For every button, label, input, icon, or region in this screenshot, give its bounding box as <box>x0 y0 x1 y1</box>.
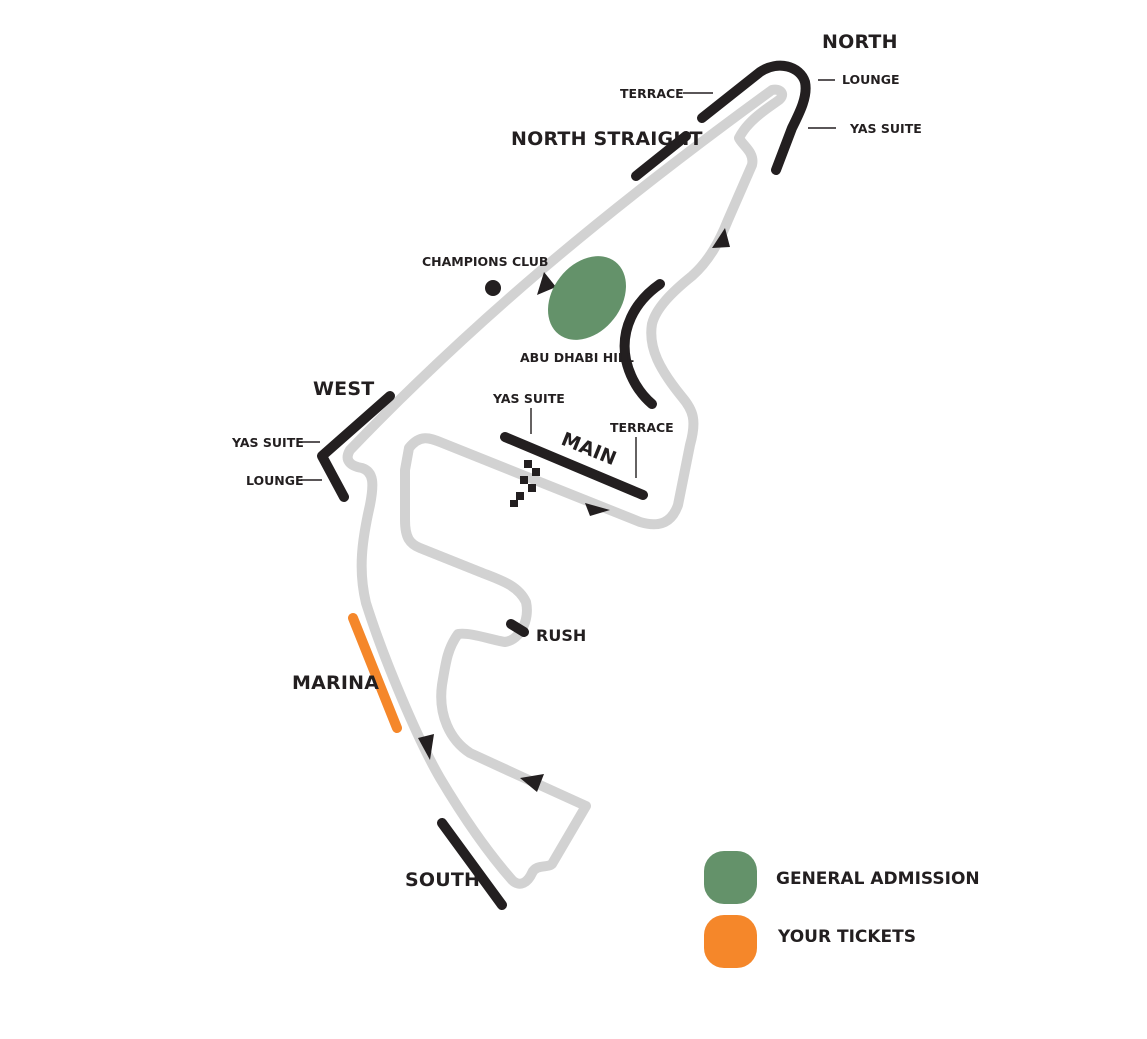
label-west-lounge: LOUNGE <box>246 473 304 488</box>
grandstand-rush[interactable] <box>506 619 529 637</box>
label-north-straight: NORTH STRAIGHT <box>511 128 703 150</box>
abu-dhabi-hill-zone[interactable] <box>532 241 642 355</box>
label-south: SOUTH <box>405 869 480 891</box>
legend-label-general-admission: GENERAL ADMISSION <box>776 869 980 889</box>
start-finish-checkered-flag <box>510 460 540 507</box>
label-north: NORTH <box>822 31 898 53</box>
grandstand-south[interactable] <box>437 818 507 910</box>
grandstand-west[interactable] <box>317 391 395 502</box>
direction-arrow <box>585 503 610 516</box>
label-main-yas-suite: YAS SUITE <box>492 391 565 406</box>
grandstand-main[interactable] <box>500 432 648 500</box>
label-west-yas-suite: YAS SUITE <box>231 435 304 450</box>
grandstand-marina[interactable] <box>348 613 402 733</box>
direction-arrow <box>520 774 544 792</box>
legend: GENERAL ADMISSION YOUR TICKETS <box>704 851 980 968</box>
label-rush: RUSH <box>536 626 586 645</box>
legend-label-your-tickets: YOUR TICKETS <box>777 927 916 947</box>
label-north-terrace: TERRACE <box>620 86 684 101</box>
label-marina: MARINA <box>292 672 379 694</box>
race-track <box>342 84 787 889</box>
champions-club-dot[interactable] <box>485 280 501 296</box>
label-west: WEST <box>313 378 374 400</box>
label-abu-dhabi-hill: ABU DHABI HILL <box>520 350 634 365</box>
grandstand-abu-dhabi-hill-side[interactable] <box>619 279 665 409</box>
grandstand-north-straight[interactable] <box>631 131 691 181</box>
label-champions-club: CHAMPIONS CLUB <box>422 254 548 269</box>
legend-swatch-general-admission <box>704 851 757 904</box>
label-north-lounge: LOUNGE <box>842 72 900 87</box>
legend-swatch-your-tickets <box>704 915 757 968</box>
direction-arrow <box>712 228 730 248</box>
label-main-terrace: TERRACE <box>610 420 674 435</box>
direction-arrow <box>537 272 556 295</box>
label-north-yas-suite: YAS SUITE <box>849 121 922 136</box>
direction-arrow <box>418 734 434 760</box>
grandstand-north[interactable] <box>697 60 811 175</box>
